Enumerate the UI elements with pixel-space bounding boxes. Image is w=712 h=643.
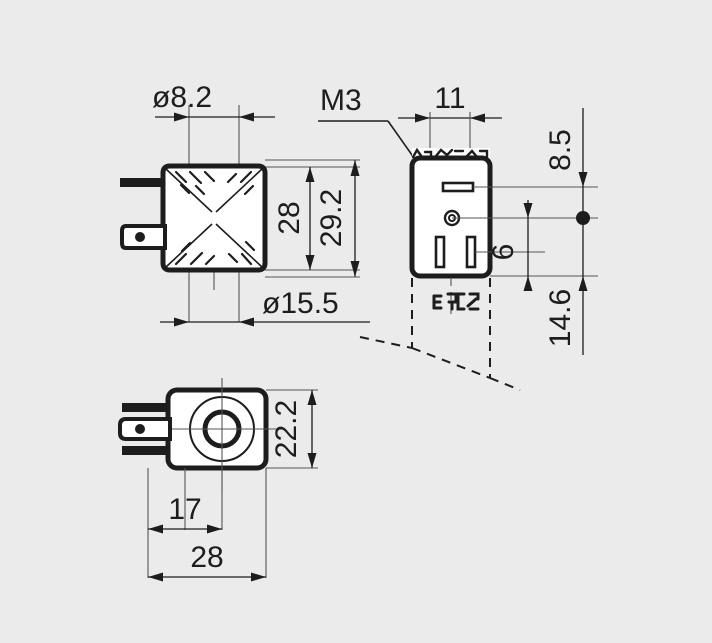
side-view: M3 11: [318, 82, 598, 391]
cable-lead-front: [120, 178, 165, 187]
detail-symbol: [432, 292, 480, 311]
dimension-label-28-front: 28: [273, 201, 306, 234]
dimension-29-2: 29.2: [265, 159, 360, 278]
dimension-label-dia-15-5: ø15.5: [262, 287, 339, 320]
dimension-label-29-2: 29.2: [315, 189, 348, 247]
dimension-28-front: 28: [273, 167, 315, 270]
dimension-label-22-2: 22.2: [270, 400, 303, 458]
chamfer-hatching: [174, 170, 256, 266]
projection-dashed-lines: [359, 278, 521, 391]
dimension-14-6: 14.6: [544, 218, 588, 355]
front-view: ø8.2: [120, 81, 370, 327]
slot-right: [465, 235, 477, 269]
dimension-label-8-5: 8.5: [544, 129, 577, 171]
earth-tab-hole-front: [135, 232, 145, 242]
top-view: 22.2 17 28: [118, 378, 318, 582]
dimension-label-11: 11: [434, 82, 465, 115]
connector-tab-hole-top-view: [135, 424, 145, 434]
dimension-label-m3: M3: [320, 84, 362, 117]
dimension-label-28-top: 28: [190, 541, 223, 574]
dimension-dia-15-5: ø15.5: [160, 287, 370, 327]
dimension-8-5: 8.5: [544, 108, 588, 218]
dimension-label-dia-8-2: ø8.2: [152, 81, 212, 114]
nameplate-slot: [441, 181, 475, 193]
connector-pin-top: [122, 403, 170, 412]
connector-pin-bottom: [122, 446, 170, 455]
dimension-6: 6: [487, 200, 533, 291]
dimension-22-2: 22.2: [270, 390, 317, 468]
dimension-28-top: 28: [148, 541, 266, 582]
side-view-extension-lines: [452, 186, 598, 277]
dimension-dia-8-2: ø8.2: [152, 81, 275, 122]
dimension-label-6: 6: [487, 244, 520, 261]
slot-left: [434, 235, 446, 269]
dimension-label-14-6: 14.6: [544, 289, 577, 347]
dimension-label-17: 17: [168, 493, 201, 526]
dimension-17: 17: [148, 493, 222, 534]
